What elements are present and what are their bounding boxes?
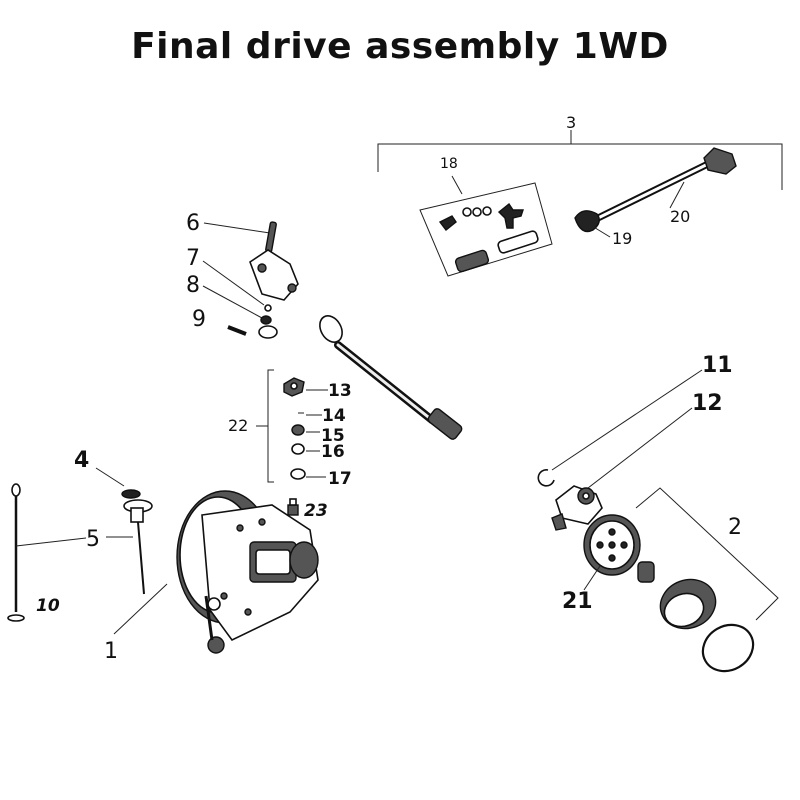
- label-18: 18: [440, 156, 458, 172]
- label-13: 13: [328, 381, 352, 401]
- label-23: 23: [304, 501, 328, 521]
- label-11: 11: [702, 353, 733, 378]
- part-19-rubber-boot: [574, 210, 611, 238]
- parts-13-17-small-hardware: [283, 377, 328, 480]
- part-20-drive-shaft: [594, 147, 737, 222]
- label-17: 17: [328, 469, 352, 489]
- label-14: 14: [322, 406, 346, 426]
- label-16: 16: [321, 442, 345, 462]
- part-23-fitting: [287, 498, 299, 516]
- part-12-carrier: [551, 407, 693, 531]
- label-21: 21: [562, 589, 593, 614]
- label-6: 6: [186, 211, 200, 236]
- part-1-final-drive-housing: [113, 490, 319, 654]
- label-4: 4: [74, 448, 89, 473]
- assembly-2-bracket: [635, 487, 779, 621]
- label-7: 7: [186, 246, 200, 271]
- label-20: 20: [670, 207, 690, 226]
- part-6-7-8-9-bracket-group: [202, 221, 299, 339]
- label-15: 15: [321, 426, 345, 446]
- part-21-gear-disc: [583, 514, 641, 591]
- part-2-snap-ring: [701, 623, 755, 673]
- label-19: 19: [612, 229, 632, 248]
- part-4-5-filler-dipstick: [7, 467, 153, 622]
- part-18-ujoint-kit: [419, 175, 553, 277]
- label-2: 2: [728, 515, 742, 540]
- assembly-3-bracket: [377, 130, 783, 190]
- label-10: 10: [36, 596, 60, 616]
- part-2-ring: [659, 578, 717, 630]
- part-11-circlip: [537, 369, 703, 487]
- link-rod: [319, 315, 463, 440]
- label-22: 22: [228, 416, 248, 435]
- label-3: 3: [566, 113, 576, 132]
- label-1: 1: [104, 639, 118, 664]
- label-12: 12: [692, 391, 723, 416]
- diagram-title: Final drive assembly 1WD: [131, 26, 669, 67]
- group-22-bracket: [256, 369, 274, 483]
- part-2-bushing: [637, 561, 655, 583]
- label-5: 5: [86, 527, 100, 552]
- label-9: 9: [192, 307, 206, 332]
- label-8: 8: [186, 273, 200, 298]
